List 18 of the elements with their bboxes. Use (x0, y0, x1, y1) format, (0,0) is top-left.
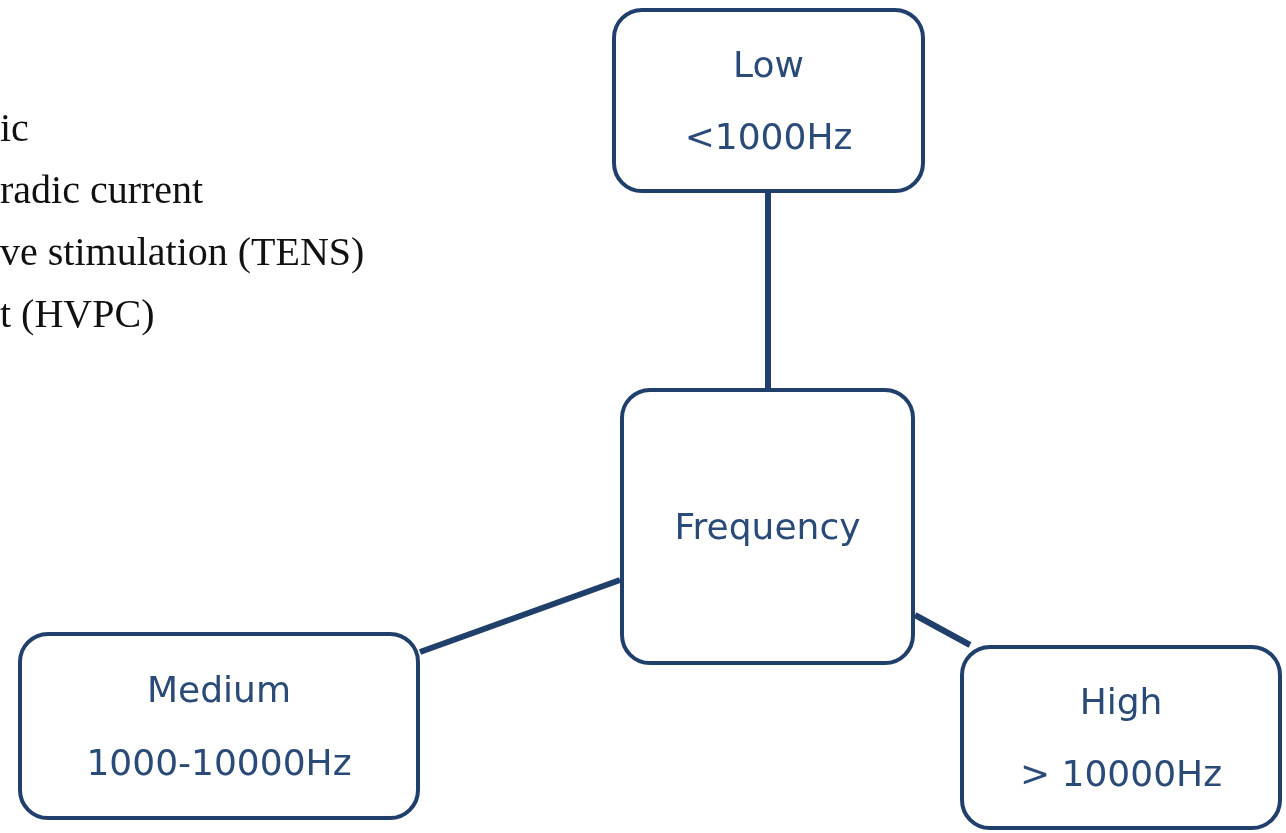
node-text: Medium (147, 668, 291, 710)
text-line: t (HVPC) (0, 290, 155, 337)
node-text: Low (733, 43, 804, 85)
rounded-box (960, 645, 1282, 830)
rounded-box (612, 8, 925, 193)
text-line: ic (0, 104, 29, 151)
node-text: <1000Hz (684, 116, 853, 158)
node-text: 1000-10000Hz (86, 742, 352, 784)
rounded-box (620, 388, 915, 665)
node-text: High (1079, 680, 1163, 722)
connector-line (419, 577, 621, 655)
text-line: radic current (0, 166, 204, 213)
text-line: ve stimulation (TENS) (0, 228, 365, 275)
node-text: Frequency (674, 506, 861, 547)
connector-line (765, 193, 771, 388)
node-text: > 10000Hz (1019, 753, 1223, 795)
rounded-box (18, 632, 420, 820)
connector-line (913, 612, 972, 648)
